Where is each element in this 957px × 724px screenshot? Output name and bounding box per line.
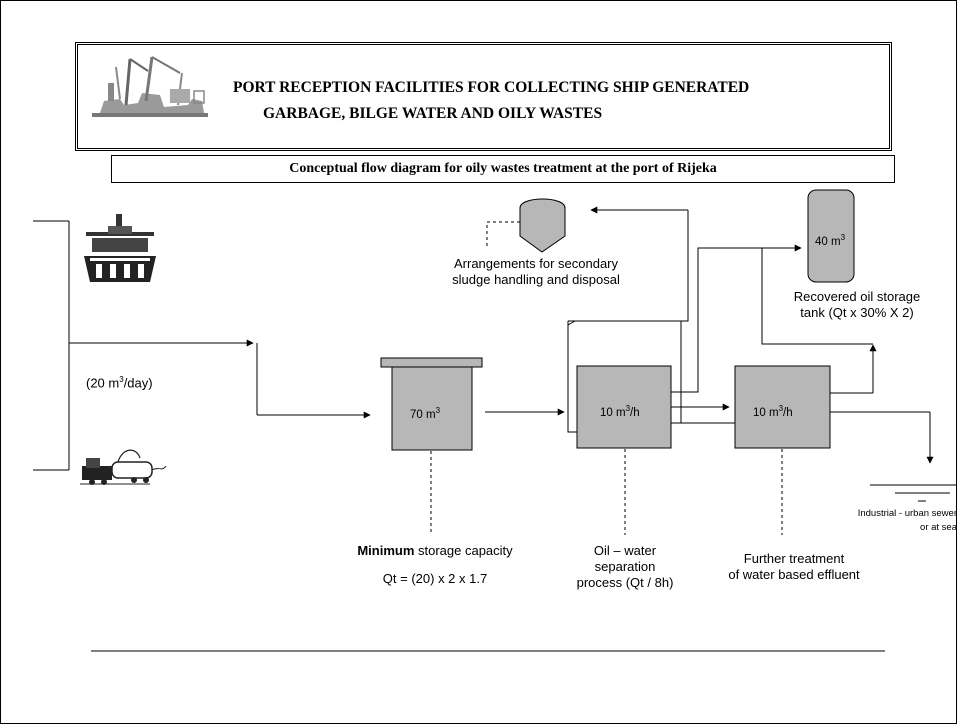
recovered-tank-volume: 40 m3 [815, 233, 846, 248]
further-treatment-label: Further treatment of water based effluen… [728, 551, 860, 582]
storage-tank-lid [380, 357, 483, 368]
port-cranes-logo [92, 56, 208, 117]
separator-box [576, 365, 672, 449]
further-treatment-rate: 10 m3/h [753, 404, 793, 419]
input-rate-label: (20 m3/day) [86, 375, 153, 391]
outlet-label: Industrial - urban sewer or at sea [857, 508, 957, 533]
header-banner: PORT RECEPTION FACILITIES FOR COLLECTING… [75, 42, 892, 151]
recovered-oil-tank [807, 189, 855, 283]
flow-line-from-recovered [761, 248, 873, 345]
flow-line-to-sludge [681, 210, 689, 322]
recovered-oil-label: Recovered oil storage tank (Qt x 30% X 2… [793, 289, 921, 320]
header-title-line2: GARBAGE, BILGE WATER AND OILY WASTES [263, 105, 603, 122]
flow-line-to-recovered-tank [671, 247, 775, 393]
header-title-line1: PORT RECEPTION FACILITIES FOR COLLECTING… [233, 79, 750, 96]
ship-icon [84, 214, 156, 282]
sludge-label: Arrangements for secondary sludge handli… [452, 256, 620, 287]
diagram-subtitle: Conceptual flow diagram for oily wastes … [111, 155, 895, 183]
storage-tank [391, 366, 473, 451]
flow-line-separator-bottom [671, 321, 682, 424]
further-treatment-box [734, 365, 831, 449]
storage-capacity-label: Minimum storage capacity [357, 543, 513, 558]
sludge-dashed-leader [486, 221, 520, 246]
header-title: PORT RECEPTION FACILITIES FOR COLLECTING… [233, 75, 873, 127]
separator-rate: 10 m3/h [600, 404, 640, 419]
tanker-truck-icon [80, 449, 167, 485]
sludge-tank [519, 198, 566, 253]
storage-formula: Qt = (20) x 2 x 1.7 [382, 571, 488, 586]
flow-line-separator-loop [567, 321, 577, 433]
storage-tank-volume: 70 m3 [410, 406, 441, 421]
separator-label: Oil – water separation process (Qt / 8h) [576, 543, 674, 590]
